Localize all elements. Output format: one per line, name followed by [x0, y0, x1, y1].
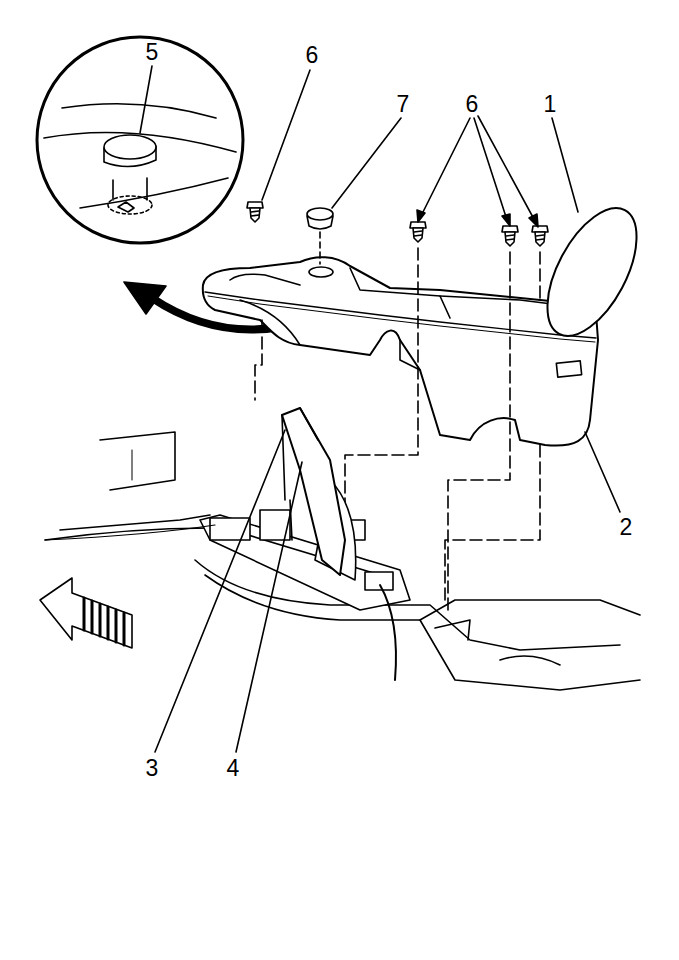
callout-number: 4 — [227, 757, 240, 780]
callout-number: 1 — [544, 93, 557, 116]
callout-number: 2 — [620, 516, 633, 539]
callout-number: 5 — [146, 41, 159, 64]
callout-number: 3 — [146, 757, 159, 780]
callout-number: 6 — [306, 44, 319, 67]
callout-number: 6 — [466, 93, 479, 116]
callout-number: 7 — [397, 93, 410, 116]
